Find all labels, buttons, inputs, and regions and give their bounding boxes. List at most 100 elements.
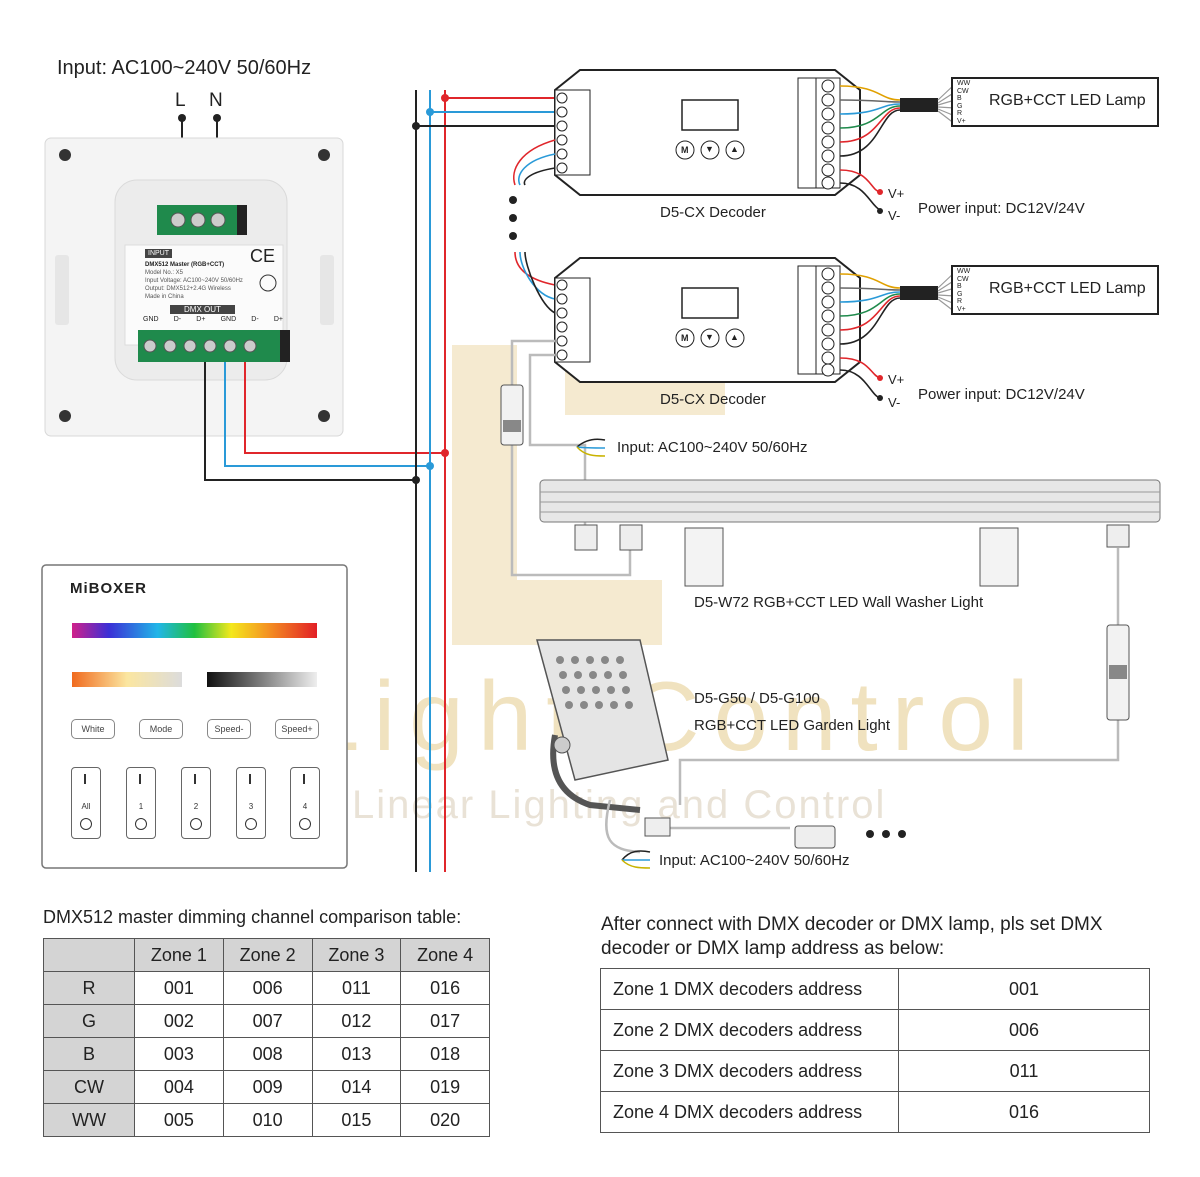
zone-4-button[interactable]: 4 xyxy=(290,767,320,839)
lamp2-wire-b: B xyxy=(957,283,962,290)
white-button[interactable]: White xyxy=(71,719,115,739)
zone-3-label: 3 xyxy=(248,802,254,811)
table-header-cell: Zone 4 xyxy=(400,938,490,972)
garden-model-label: D5-G50 / D5-G100 xyxy=(694,690,820,707)
zone-4-label: 4 xyxy=(302,802,308,811)
table-cell: 017 xyxy=(400,1004,490,1038)
row-label: CW xyxy=(43,1070,135,1104)
terminal-d-minus-1: D- xyxy=(173,316,182,323)
decoder2-vplus: V+ xyxy=(888,372,905,387)
mode-button[interactable]: Mode xyxy=(139,719,183,739)
address-value: 016 xyxy=(898,1091,1150,1133)
table-cell: 019 xyxy=(400,1070,490,1104)
zone-2-button[interactable]: 2 xyxy=(181,767,211,839)
channel-table: Zone 1 Zone 2 Zone 3 Zone 4 R 001 006 01… xyxy=(43,938,490,1137)
table-cell: 003 xyxy=(134,1037,224,1071)
table-header-cell: Zone 1 xyxy=(134,938,224,972)
zone-2-label: 2 xyxy=(193,802,199,811)
master-input-tag: INPUT xyxy=(145,249,172,258)
lamp2-wire-vplus: V+ xyxy=(957,305,966,313)
address-label: Zone 3 DMX decoders address xyxy=(600,1050,899,1092)
master-title: DMX512 Master (RGB+CCT) xyxy=(145,262,225,268)
table-cell: 006 xyxy=(222,971,313,1005)
address-label: Zone 1 DMX decoders address xyxy=(600,968,899,1010)
terminal-gnd-2: GND xyxy=(220,316,237,323)
speed-plus-button[interactable]: Speed+ xyxy=(275,719,319,739)
decoder2-button-m: M xyxy=(681,333,689,343)
master-input-voltage: Input Voltage: AC100~240V 50/60Hz xyxy=(145,278,243,284)
decoder1-body xyxy=(554,69,861,196)
decoder1-vplus: V+ xyxy=(888,186,905,201)
decoder2-button-up: ▲ xyxy=(730,332,739,342)
terminal-d-minus-2: D- xyxy=(251,316,259,323)
row-label: R xyxy=(43,971,135,1005)
address-label: Zone 2 DMX decoders address xyxy=(600,1009,899,1051)
table-cell: 008 xyxy=(222,1037,313,1071)
table-header-row: Zone 1 Zone 2 Zone 3 Zone 4 xyxy=(43,938,490,972)
lamp2-wire-cw: CW xyxy=(957,275,969,283)
zone-all-button[interactable]: All xyxy=(71,767,101,839)
table-cell: 018 xyxy=(400,1037,490,1071)
row-label: B xyxy=(43,1037,135,1071)
table-header-cell: Zone 2 xyxy=(222,938,313,972)
master-output: Output: DMX512+2.4G Wireless xyxy=(145,286,231,292)
terminal-gnd-1: GND xyxy=(143,316,159,323)
decoder2-button-down: ▼ xyxy=(705,332,714,342)
master-dmx-out-label: DMX OUT xyxy=(170,305,235,314)
lamp1-wire-b: B xyxy=(957,95,962,102)
connector-1 xyxy=(500,384,524,446)
top-input-label: Input: AC100~240V 50/60Hz xyxy=(57,57,312,79)
table-cell: 012 xyxy=(311,1004,402,1038)
table-cell: 011 xyxy=(311,971,402,1005)
lamp1-wire-g: G xyxy=(957,102,963,110)
table-row: B 003 008 013 018 xyxy=(43,1037,490,1071)
speed-minus-button[interactable]: Speed- xyxy=(207,719,251,739)
row-label: G xyxy=(43,1004,135,1038)
decoder2-vminus: V- xyxy=(888,395,901,410)
table-row: Zone 2 DMX decoders address 006 xyxy=(600,1009,1150,1051)
decoder1-power-label: Power input: DC12V/24V xyxy=(918,200,1085,217)
table-cell: 005 xyxy=(134,1103,224,1137)
terminal-n-label: N xyxy=(209,90,223,111)
lamp1-box xyxy=(951,77,1159,127)
table-cell: 009 xyxy=(222,1070,313,1104)
address-value: 001 xyxy=(898,968,1150,1010)
lamp2-wire-labels: WW CW B G R V+ xyxy=(957,268,970,313)
table-row: Zone 4 DMX decoders address 016 xyxy=(600,1091,1150,1133)
master-model: Model No.: X5 xyxy=(145,270,184,276)
left-table-caption: DMX512 master dimming channel comparison… xyxy=(43,907,462,927)
table-row: Zone 1 DMX decoders address 001 xyxy=(600,968,1150,1010)
terminal-d-plus-2: D+ xyxy=(273,316,283,323)
lamp2-wire-g: G xyxy=(957,290,963,298)
zone-1-button[interactable]: 1 xyxy=(126,767,156,839)
rgb-color-bar xyxy=(72,623,317,638)
terminal-l-label: L xyxy=(175,90,186,111)
lamp2-wire-r: R xyxy=(957,298,963,305)
address-value: 011 xyxy=(898,1050,1150,1092)
table-cell: 002 xyxy=(134,1004,224,1038)
lamp1-wire-labels: WW CW B G R V+ xyxy=(957,80,970,125)
right-table-caption-line2: decoder or DMX lamp address as below: xyxy=(601,938,945,959)
table-cell: 010 xyxy=(222,1103,313,1137)
decoder2-label: D5-CX Decoder xyxy=(660,391,766,408)
decoder1-vminus: V- xyxy=(888,208,901,223)
decoder1-button-m: M xyxy=(681,145,689,155)
brand-logo: MiBOXER xyxy=(70,580,148,597)
brightness-bar xyxy=(207,672,317,687)
terminal-d-plus-1: D+ xyxy=(196,316,206,323)
table-cell: 014 xyxy=(311,1070,402,1104)
lamp2-box xyxy=(951,265,1159,315)
decoder1-button-up: ▲ xyxy=(730,144,739,154)
garden-light-body xyxy=(536,639,669,813)
washer-label: D5-W72 RGB+CCT LED Wall Washer Light xyxy=(694,594,984,611)
lamp2-label: RGB+CCT LED Lamp xyxy=(989,280,1146,297)
table-row: G 002 007 012 017 xyxy=(43,1004,490,1038)
master-terminal-labels: GND D- D+ GND D- D+ xyxy=(143,316,283,323)
master-made-in: Made in China xyxy=(145,294,184,300)
zone-3-button[interactable]: 3 xyxy=(236,767,266,839)
address-label: Zone 4 DMX decoders address xyxy=(600,1091,899,1133)
remote-panel-body xyxy=(41,564,348,869)
table-cell: 020 xyxy=(400,1103,490,1137)
zone-all-label: All xyxy=(81,802,91,811)
